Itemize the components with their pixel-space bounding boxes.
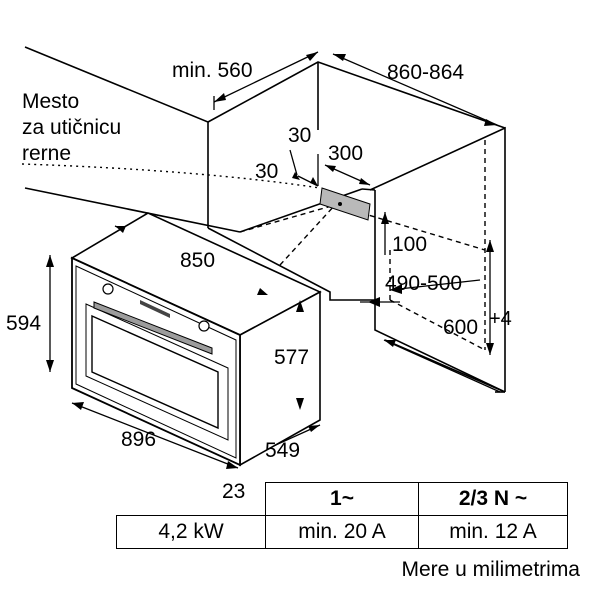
socket-leader-dotted xyxy=(21,163,321,189)
dim-577: 577 xyxy=(274,346,309,369)
oven-door-frame xyxy=(85,303,229,441)
socket-icon xyxy=(338,202,342,206)
table-row: 4,2 kW min. 20 A min. 12 A xyxy=(116,515,568,549)
socket-label-line2: za utičnicu xyxy=(22,116,121,139)
dim-plus-4: +4 xyxy=(489,308,512,330)
knob-left-icon xyxy=(102,283,114,295)
socket-area xyxy=(319,187,371,221)
table-corner-cell xyxy=(116,482,266,516)
units-note: Mere u milimetrima xyxy=(401,558,580,581)
dim-min-560: min. 560 xyxy=(172,59,253,82)
oven-front-panel xyxy=(75,265,237,459)
power-value: 4,2 kW xyxy=(116,515,266,549)
oven-window xyxy=(91,314,219,430)
dim-594: 594 xyxy=(6,312,41,335)
header-three-phase: 2/3 N ~ xyxy=(418,482,568,516)
dim-850: 850 xyxy=(180,249,215,272)
dim-490-500: 490-500 xyxy=(385,272,462,295)
header-single-phase: 1~ xyxy=(265,482,419,516)
dim-30-top: 30 xyxy=(288,124,311,147)
arrowheads xyxy=(46,52,497,469)
fuse-three-phase: min. 12 A xyxy=(418,515,568,549)
dim-896: 896 xyxy=(121,428,156,451)
dim-30-bottom: 30 xyxy=(255,160,278,183)
knob-right-icon xyxy=(198,320,210,332)
oven-handle xyxy=(93,301,213,355)
electrical-spec-table: 1~ 2/3 N ~ 4,2 kW min. 20 A min. 12 A xyxy=(116,482,568,549)
table-header-row: 1~ 2/3 N ~ xyxy=(116,482,568,516)
dim-549: 549 xyxy=(265,439,300,462)
socket-label-line3: rerne xyxy=(22,142,71,165)
dim-300: 300 xyxy=(328,142,363,165)
fuse-single-phase: min. 20 A xyxy=(265,515,419,549)
display-icon xyxy=(140,300,170,318)
dim-860-864: 860-864 xyxy=(387,61,464,84)
dim-100: 100 xyxy=(392,233,427,256)
socket-label-line1: Mesto xyxy=(22,90,79,113)
dim-600: 600 xyxy=(443,316,478,339)
oven xyxy=(70,212,322,467)
cavity-dashed-lines xyxy=(239,140,486,351)
